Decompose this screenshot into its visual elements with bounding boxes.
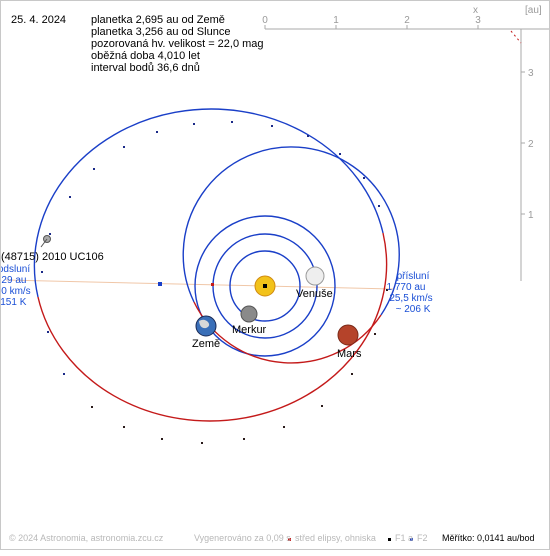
aphelion-distance: 4,729 au	[1, 275, 26, 286]
asteroid-orbit-trace	[510, 30, 522, 44]
earth-orbit	[194, 215, 336, 357]
legend-f2-text: F2	[417, 533, 428, 543]
mercury-label: Merkur	[232, 324, 267, 336]
x-axis-label: x	[473, 5, 478, 16]
x-tick-label: 0	[262, 15, 268, 26]
legend-center-text: střed elipsy, ohniska	[295, 533, 376, 543]
venus-icon	[305, 266, 325, 286]
perihelion-speed: 25,5 km/s	[389, 293, 432, 304]
x-tick-label: 2	[404, 15, 410, 26]
info-line: interval bodů 36,6 dnů	[91, 62, 200, 74]
x-tick-label: 1	[333, 15, 339, 26]
venus-label: Venuše	[296, 288, 333, 300]
mars-label: Mars	[337, 348, 362, 360]
footer: © 2024 Astronomia, astronomia.zcu.cz Vyg…	[1, 527, 550, 549]
legend-center-swatch	[288, 538, 291, 541]
aphelion-speed: 12,0 km/s	[1, 286, 31, 297]
unit-label: [au]	[525, 5, 542, 16]
legend-f1-swatch	[388, 538, 391, 541]
y-tick-label: 1	[528, 210, 534, 221]
generated-text: Vygenerováno za 0,09 s	[194, 533, 291, 543]
info-line: planetka 2,695 au od Země	[91, 14, 225, 26]
x-tick-marks	[264, 25, 479, 29]
mars-icon	[337, 324, 359, 346]
legend-f2-swatch	[410, 538, 413, 541]
mars-orbit-upper	[182, 146, 400, 316]
asteroid-label: (48715) 2010 UC106	[1, 251, 104, 263]
perihelion-distance: 1,770 au	[387, 282, 426, 293]
y-tick-label: 3	[528, 68, 534, 79]
asteroid-orbit-lower	[37, 232, 388, 422]
apsidal-line	[5, 279, 394, 290]
aphelion-title: odsluní	[1, 264, 30, 275]
focus-f1-marker	[263, 284, 267, 288]
info-line: oběžná doba 4,010 let	[91, 50, 200, 62]
info-line: pozorovaná hv. velikost = 22,0 mag	[91, 38, 264, 50]
scale-text: Měřítko: 0,0141 au/bod	[442, 533, 535, 543]
ellipse-center-marker	[211, 283, 214, 286]
focus-f2-marker	[158, 282, 162, 286]
asteroid-orbit-points-red	[91, 289, 388, 444]
mercury-orbit	[229, 250, 301, 322]
earth-clouds	[199, 319, 210, 329]
mercury-icon	[240, 305, 258, 323]
perihelion-temperature: ~ 206 K	[396, 304, 431, 315]
aphelion-temperature: ~ 151 K	[1, 297, 27, 308]
copyright-text: © 2024 Astronomia, astronomia.zcu.cz	[9, 533, 164, 543]
asteroid-orbit-points	[41, 121, 380, 375]
earth-label: Země	[192, 338, 220, 350]
perihelion-title: přísluní	[397, 271, 430, 282]
info-panel: planetka 2,695 au od Země planetka 3,256…	[91, 14, 264, 74]
info-line: planetka 3,256 au od Slunce	[91, 26, 231, 38]
y-tick-label: 2	[528, 139, 534, 150]
asteroid-orbit-upper	[33, 108, 384, 298]
date-label: 25. 4. 2024	[11, 14, 67, 26]
legend-f1-text: F1 a	[395, 533, 414, 543]
x-tick-label: 3	[475, 15, 481, 26]
asteroid-pointer	[40, 238, 48, 248]
y-tick-marks	[521, 71, 525, 215]
